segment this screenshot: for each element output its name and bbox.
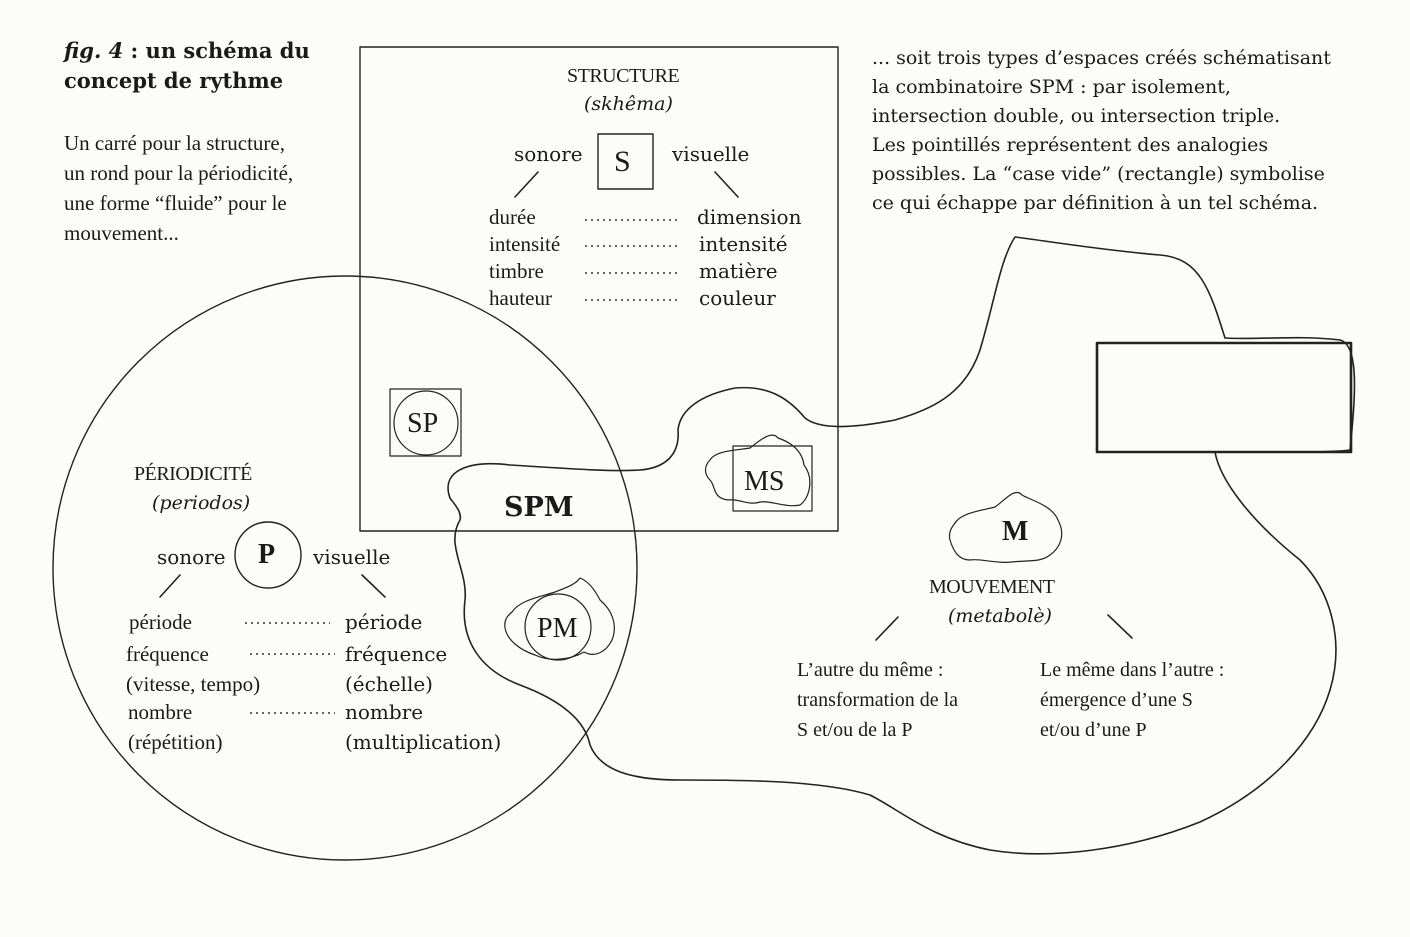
movement-title: MOUVEMENT [929,576,1055,598]
periodicity-right-label: visuelle [313,545,391,569]
structure-symbol: S [614,145,631,178]
movement-left-line-1: L’autre du même : [797,659,944,681]
periodicity-left-term-3: (vitesse, tempo) [126,672,261,696]
intro-line-1: Un carré pour la structure, [64,131,285,155]
structure-pair-right-1: dimension [697,205,802,229]
periodicity-right-term-5: (multiplication) [345,730,502,754]
periodicity-right-branch [361,574,386,598]
m-blob [948,491,1063,564]
sp-circle [393,390,459,456]
structure-left-label: sonore [514,142,583,166]
pm-label: PM [537,613,578,644]
structure-right-branch [714,171,739,198]
structure-pair-left-2: intensité [489,232,561,256]
figure-title-rest: : un schéma du [123,38,310,63]
movement-subtitle: (metabolè) [948,605,1052,627]
movement-right-line-2: émergence d’une S [1040,689,1193,711]
periodicity-right-term-3: (échelle) [345,672,433,696]
structure-pair-left-3: timbre [489,259,544,283]
intro-line-2: un rond pour la périodicité, [64,161,294,185]
ms-square [732,445,813,512]
movement-left-line-2: transformation de la [797,689,959,711]
periodicity-left-label: sonore [157,545,226,569]
intro-line-4: mouvement... [64,221,179,245]
periodicity-subtitle: (periodos) [152,492,251,514]
note-line-6: ce qui échappe par définition à un tel s… [872,192,1319,214]
movement-right-branch [1107,614,1133,639]
movement-right-line-3: et/ou d’une P [1040,719,1147,741]
periodicity-left-term-1: période [129,610,192,634]
structure-square [359,46,839,532]
periodicity-right-term-1: période [345,610,423,634]
figure-title-line1: fig. 4 : un schéma du [64,40,310,61]
note-line-1: ... soit trois types d’espaces créés sch… [872,47,1331,69]
movement-left-line-3: S et/ou de la P [797,719,913,741]
pm-circle [524,593,592,661]
structure-pair-right-4: couleur [699,286,776,310]
movement-symbol: M [1002,516,1029,547]
structure-left-branch [514,171,539,198]
sp-label: SP [407,408,439,439]
intro-line-3: une forme “fluide” pour le [64,191,287,215]
note-line-3: intersection double, ou intersection tri… [872,105,1281,127]
periodicity-symbol: P [258,539,276,570]
structure-subtitle: (skhêma) [584,93,673,115]
periodicity-title: PÉRIODICITÉ [134,463,252,485]
s-symbol-box [597,133,654,190]
pm-blob [504,577,615,660]
structure-pair-right-2: intensité [699,232,788,256]
periodicity-left-term-2: fréquence [126,642,209,666]
structure-pair-left-1: durée [489,205,536,229]
periodicity-left-branch [159,574,181,598]
note-line-2: la combinatoire SPM : par isolement, [872,76,1231,98]
p-symbol-circle [234,521,302,589]
note-line-5: possibles. La “case vide” (rectangle) sy… [872,163,1325,185]
spm-label: SPM [504,492,574,523]
periodicity-circle [52,275,638,861]
ms-label: MS [744,466,785,497]
periodicity-right-term-4: nombre [345,700,424,724]
movement-fluid-shape [447,236,1356,855]
note-line-4: Les pointillés représentent des analogie… [872,134,1269,156]
figure-number: fig. 4 [64,38,124,63]
void-rectangle [1095,341,1353,454]
periodicity-left-term-4: nombre [128,700,193,724]
movement-left-branch [875,616,899,641]
figure-title-line2: concept de rythme [64,68,284,93]
sp-square [389,388,462,457]
ms-blob [704,434,811,507]
structure-right-label: visuelle [672,142,750,166]
periodicity-right-term-2: fréquence [345,642,448,666]
structure-pair-right-3: matière [699,259,778,283]
structure-pair-left-4: hauteur [489,286,552,310]
structure-title: STRUCTURE [567,65,680,87]
movement-right-line-1: Le même dans l’autre : [1040,659,1225,681]
periodicity-left-term-5: (répétition) [128,730,223,754]
